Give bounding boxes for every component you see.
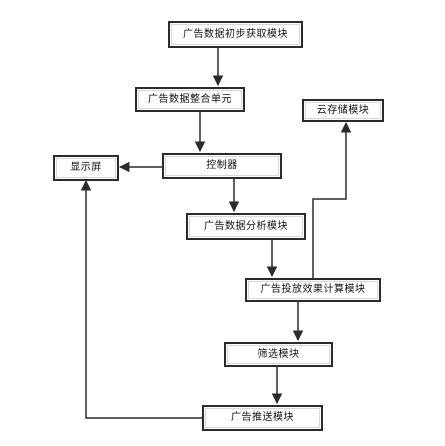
node-ad-data-acquisition-label: 广告数据初步获取模块 [183,28,288,40]
node-ad-data-analysis-label: 广告数据分析模块 [204,220,288,232]
node-ad-data-integration: 广告数据整合单元 [135,87,245,112]
node-display-screen-label: 显示屏 [70,162,102,173]
arrow-push-to-display [80,179,202,419]
node-filter-module-label: 筛选模块 [257,348,300,360]
node-display-screen: 显示屏 [53,155,119,181]
node-ad-effect-calculation-label: 广告投放效果计算模块 [260,284,366,295]
node-ad-data-integration-label: 广告数据整合单元 [148,93,232,105]
node-ad-effect-calculation: 广告投放效果计算模块 [245,278,381,302]
node-filter-module: 筛选模块 [224,342,333,367]
node-ad-push-label: 广告推送模块 [231,412,294,423]
node-cloud-storage: 云存储模块 [302,99,384,122]
node-ad-push: 广告推送模块 [202,405,323,431]
arrow-effect-to-cloud [312,121,352,278]
node-ad-data-analysis: 广告数据分析模块 [186,213,306,240]
node-cloud-storage-label: 云存储模块 [316,104,370,116]
node-controller-label: 控制器 [206,160,238,171]
node-controller: 控制器 [162,153,282,179]
node-ad-data-acquisition: 广告数据初步获取模块 [168,21,303,48]
